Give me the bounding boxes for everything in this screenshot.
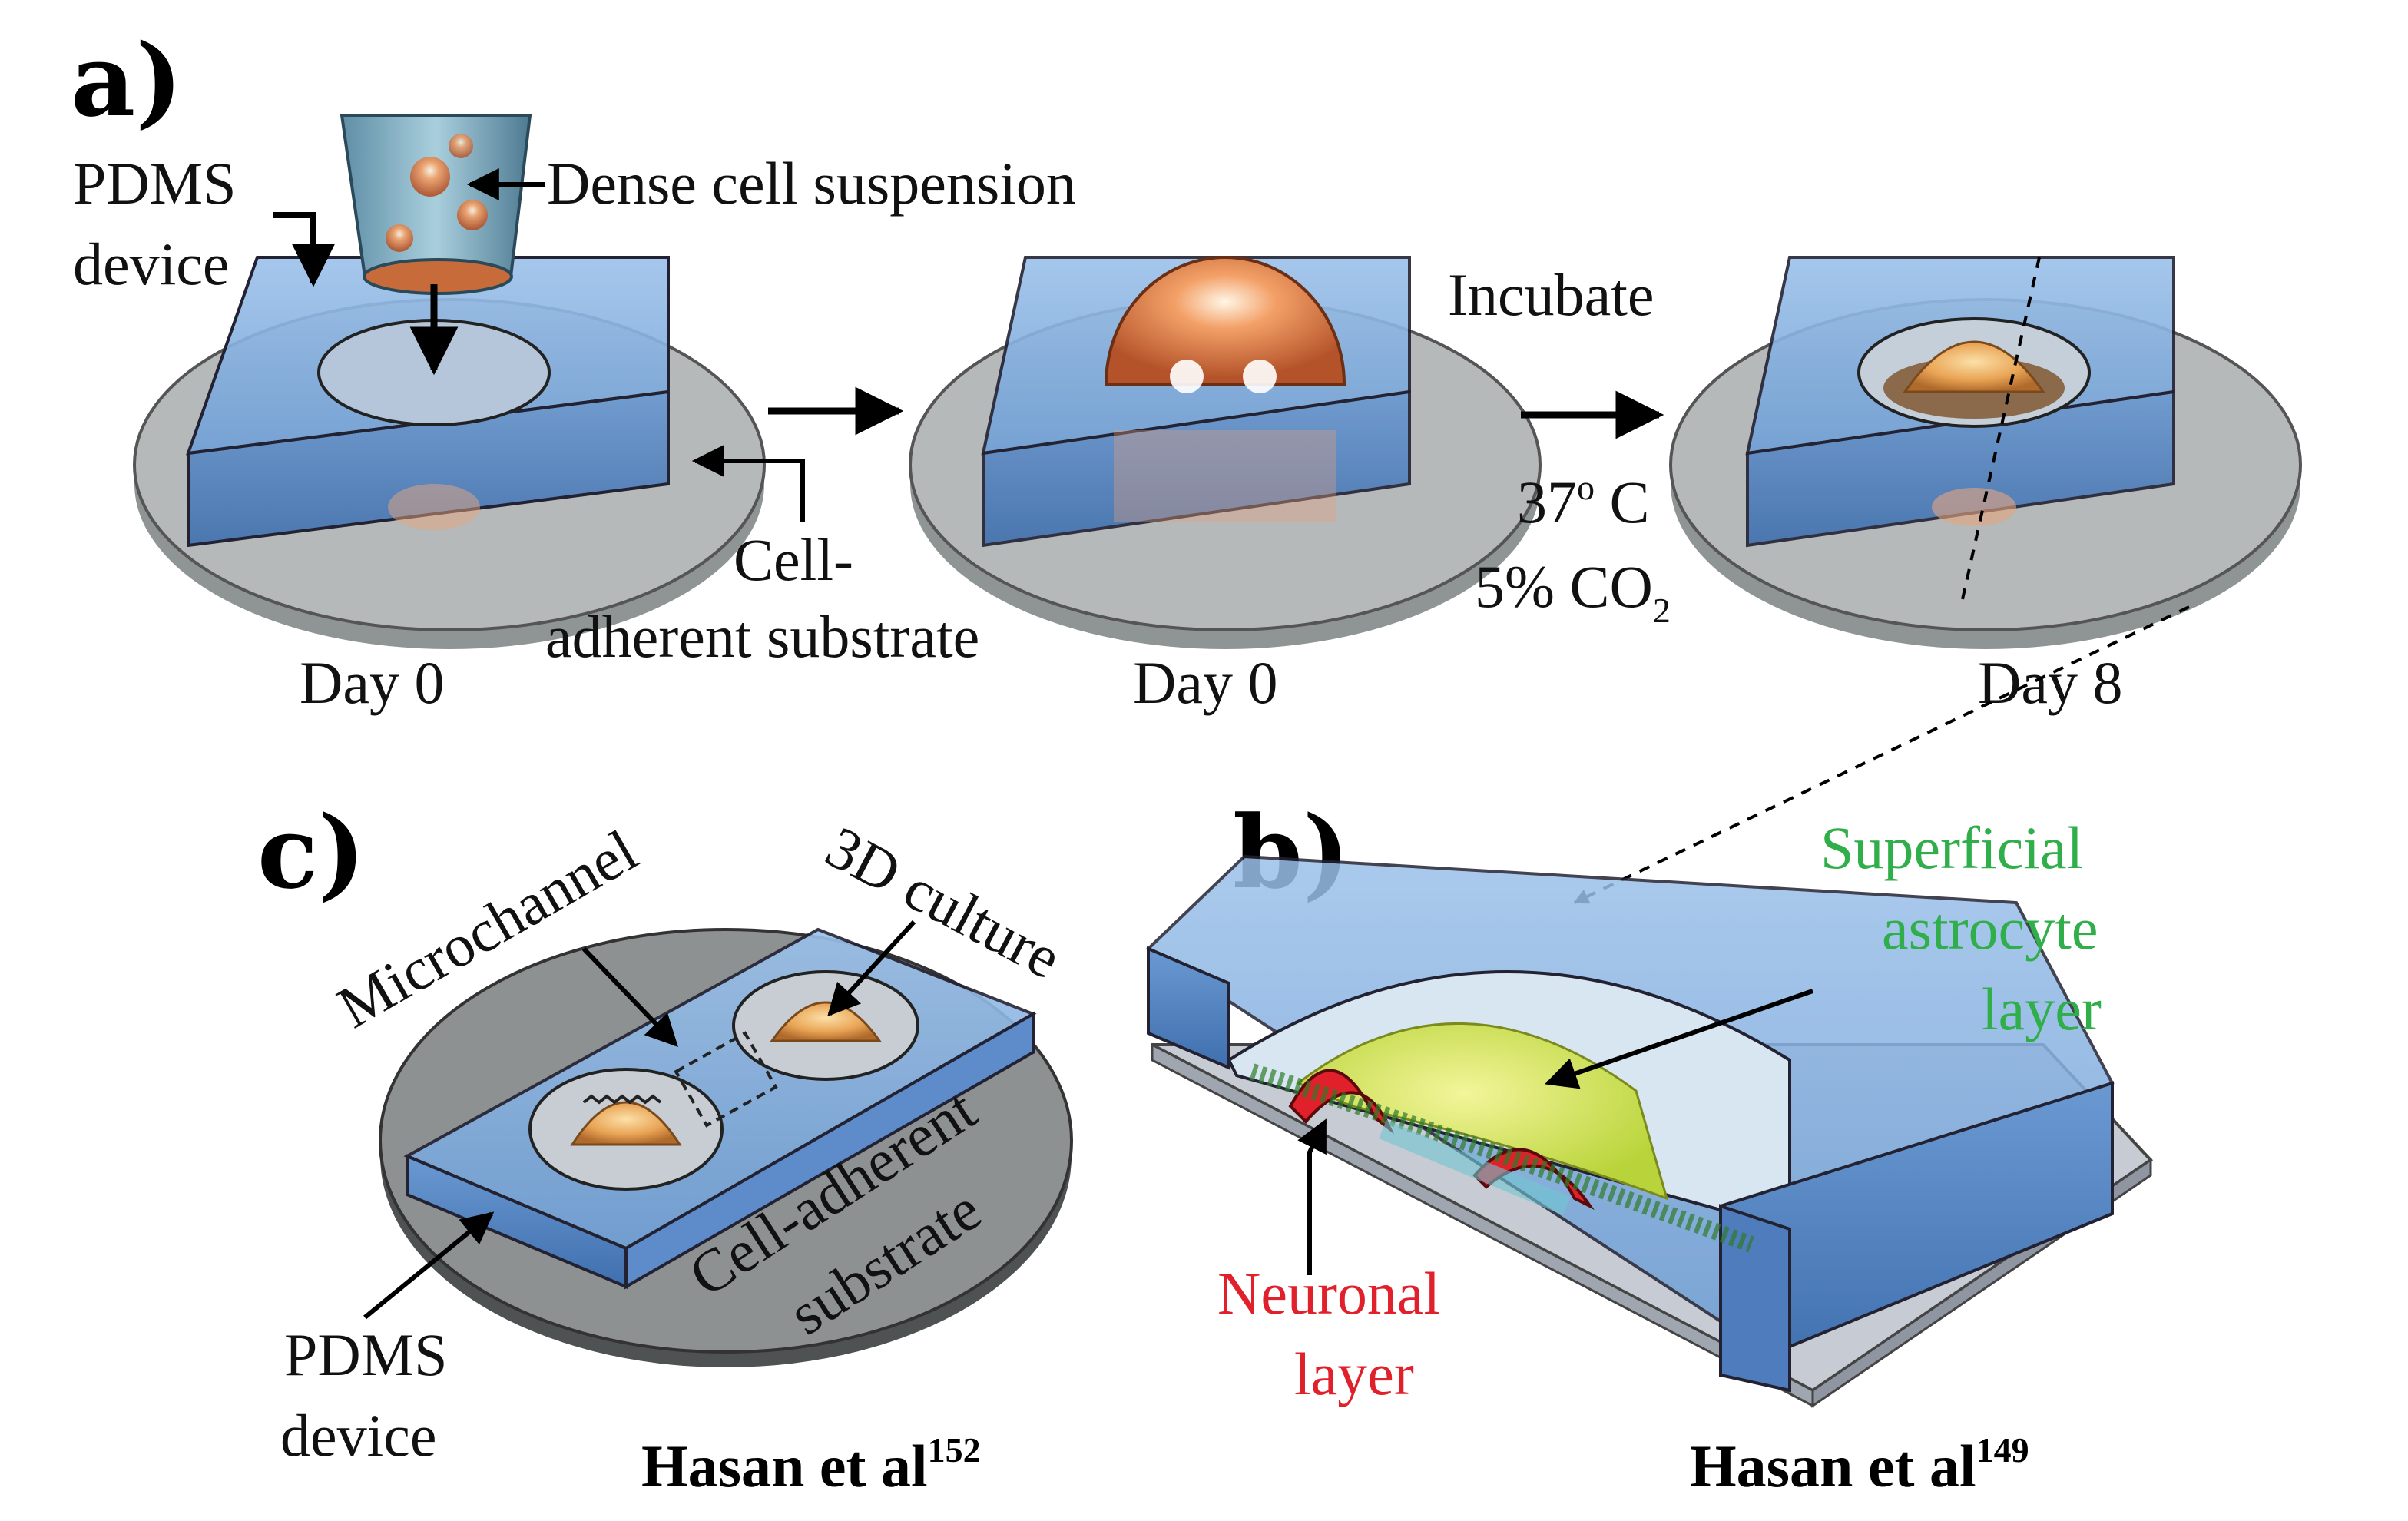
microchannel-pointer-arrow (581, 946, 678, 1048)
device-day8 (1669, 256, 2302, 649)
substrate-pointer-arrow (691, 445, 805, 522)
citation-b: Hasan et al149 (1690, 1430, 2029, 1499)
neuronal-pointer-arrow (1297, 1118, 1327, 1275)
cross-section-device (1145, 854, 2154, 1408)
label-neuronal: Neuronal (1217, 1260, 1440, 1327)
astrocyte-pointer-arrow (1545, 989, 1813, 1089)
label-layer-green: layer (1982, 976, 2102, 1042)
label-dense-cell-suspension: Dense cell suspension (547, 150, 1076, 217)
label-pdms: PDMS (73, 150, 236, 217)
citation-c: Hasan et al152 (641, 1430, 981, 1499)
label-superficial: Superficial (1820, 814, 2083, 881)
label-device: device (73, 230, 230, 297)
label-day-0-first: Day 0 (300, 649, 444, 716)
device-day0-dome (909, 256, 1542, 649)
cell-dome (1104, 256, 1346, 386)
cultured-dome (1903, 340, 2045, 393)
label-incubate: Incubate (1448, 261, 1654, 328)
pipette-tip (340, 114, 532, 295)
device-day0-injection (133, 256, 766, 649)
label-cell-adherent-1: Cell- (734, 526, 853, 593)
label-day-0-second: Day 0 (1133, 649, 1277, 716)
device-microchannel (379, 927, 1073, 1367)
label-device-c: device (280, 1402, 437, 1469)
panel-label-a: a) (71, 22, 183, 139)
panel-label-c: c) (257, 794, 366, 911)
microchannel-region (674, 1031, 778, 1128)
label-astrocyte: astrocyte (1882, 895, 2098, 962)
culture-pointer-arrow (827, 920, 916, 1017)
label-co2: 5% CO2 (1475, 553, 1671, 630)
pdms-pointer-arrow (273, 212, 335, 287)
label-day-8: Day 8 (1978, 649, 2122, 716)
zoom-dashed-arrow (1573, 605, 2190, 904)
pdms-pointer-arrow-c (363, 1211, 495, 1320)
label-pdms-c: PDMS (284, 1321, 447, 1388)
label-temperature: 37o C (1517, 468, 1650, 535)
label-layer-red: layer (1294, 1340, 1414, 1407)
label-cell-adherent-2: adherent substrate (545, 603, 979, 670)
